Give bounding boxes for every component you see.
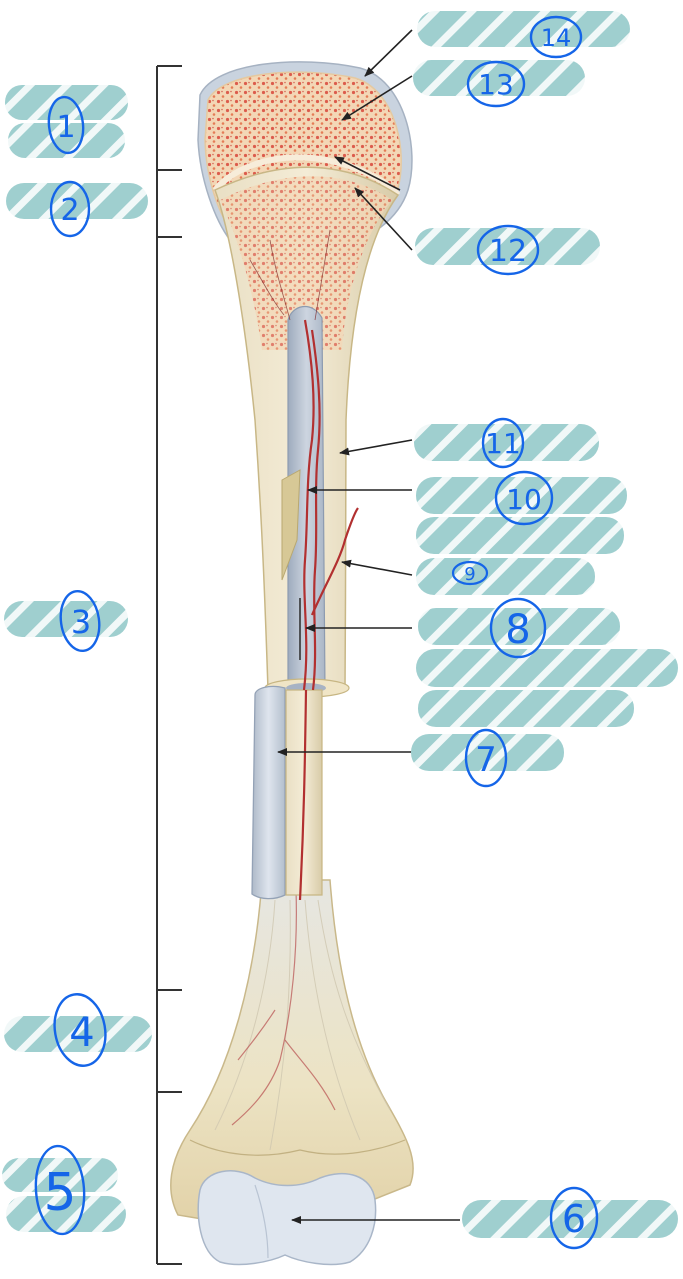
label-8-text: 8 [505,607,530,653]
label-12-text: 12 [489,234,527,269]
label-4-text: 4 [69,1010,94,1056]
label-4: 4 [53,993,107,1067]
label-8: 8 [489,597,547,659]
label-box[interactable] [416,517,624,554]
label-box[interactable] [417,11,630,47]
label-5-text: 5 [43,1163,76,1223]
label-5: 5 [34,1144,86,1236]
region-bracket [156,65,182,1265]
label-box[interactable] [2,1158,118,1192]
leader-lines [277,29,460,1224]
distal-shaft [170,879,414,1223]
label-9-text: 9 [464,564,475,585]
label-3: 3 [59,589,101,653]
label-11-text: 11 [485,427,521,460]
label-6: 6 [549,1186,599,1250]
label-box[interactable] [415,228,600,265]
label-1-text: 1 [56,110,75,145]
label-3-text: 3 [71,603,91,641]
label-11: 11 [481,417,525,469]
label-9: 9 [451,560,489,586]
handwritten-labels: 1 2 3 4 5 6 7 [34,15,599,1250]
label-13: 13 [466,60,526,108]
label-box[interactable] [414,424,599,461]
label-7-text: 7 [475,740,497,780]
label-box[interactable] [418,608,620,645]
label-box[interactable] [413,60,585,96]
label-box[interactable] [4,1016,152,1052]
label-7: 7 [464,728,508,788]
periosteum [251,685,286,900]
label-box[interactable] [6,183,148,219]
label-box[interactable] [4,601,128,637]
label-box[interactable] [411,734,564,771]
label-box[interactable] [6,1196,126,1232]
label-10-text: 10 [506,483,542,516]
label-10: 10 [494,470,554,526]
label-box[interactable] [8,123,125,158]
label-box[interactable] [5,85,128,120]
label-2-text: 2 [60,193,79,228]
label-14: 14 [529,15,583,59]
label-13-text: 13 [478,68,514,101]
label-boxes [2,11,678,1238]
label-6-text: 6 [562,1197,586,1241]
label-2: 2 [49,180,91,238]
label-14-text: 14 [541,24,572,52]
label-12: 12 [476,224,540,276]
label-box[interactable] [416,649,678,687]
label-box[interactable] [462,1200,678,1238]
articular-cartilage-distal [197,1170,377,1266]
label-box[interactable] [416,477,627,514]
label-box[interactable] [416,558,595,595]
label-1: 1 [47,95,85,155]
humerus-bone [170,61,414,1266]
label-box[interactable] [418,690,634,727]
